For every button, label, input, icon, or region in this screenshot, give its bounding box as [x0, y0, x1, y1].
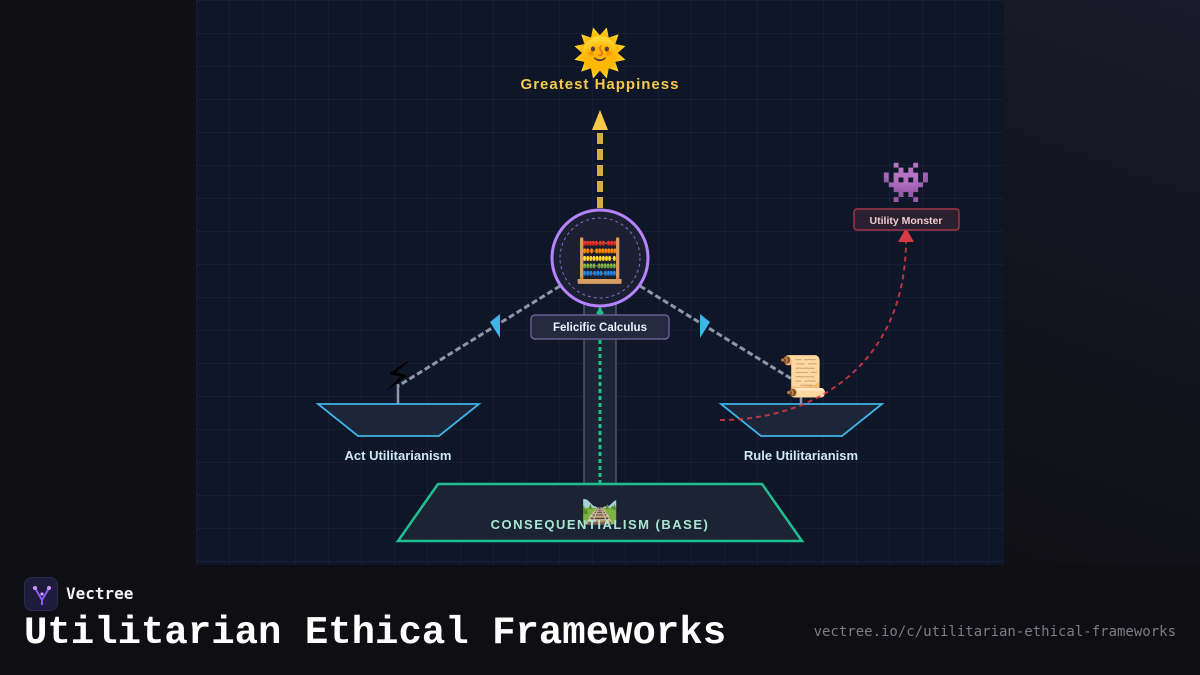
tree-icon	[33, 586, 51, 605]
left-beam-arrow	[490, 314, 500, 338]
left-beam	[397, 284, 561, 388]
abacus-icon: 🧮	[574, 236, 626, 285]
page-url[interactable]: vectree.io/c/utilitarian-ethical-framewo…	[813, 624, 1176, 640]
base-platform	[395, 482, 805, 543]
vectree-logo[interactable]	[24, 577, 58, 611]
scroll-icon: 📜	[778, 355, 828, 399]
right-beam	[639, 284, 801, 386]
monster-link	[719, 241, 907, 421]
sun-icon: 🌞	[573, 26, 628, 79]
calculus-label-box	[530, 314, 670, 340]
monster-icon: 👾	[881, 161, 931, 205]
base-icon: 🛤️	[581, 492, 618, 525]
calculus-label: Felicific Calculus	[553, 322, 647, 334]
page-title: Utilitarian Ethical Frameworks	[24, 611, 727, 655]
background-gradient	[1004, 0, 1200, 565]
goal-arrow-head	[592, 110, 608, 130]
right-beam-arrow	[700, 314, 710, 338]
lightning-icon: ⚡	[384, 355, 412, 399]
brand-name: Vectree	[66, 584, 134, 603]
calculus-hub-inner	[559, 217, 641, 299]
right-pan-label: Rule Utilitarianism	[744, 448, 858, 463]
monster-label: Utility Monster	[870, 215, 943, 227]
scale-diagram: 🛤️ CONSEQUENTIALISM (BASE) ⚡ Act Utilita…	[315, 26, 960, 543]
footer: Vectree Utilitarian Ethical Frameworks v…	[0, 565, 1200, 675]
left-pan	[315, 403, 482, 437]
left-pan-label: Act Utilitarianism	[345, 448, 452, 463]
pillar-flow-arrow	[596, 306, 604, 314]
monster-link-arrow	[898, 228, 914, 242]
calculus-hub	[550, 208, 650, 308]
monster-label-box	[853, 208, 960, 231]
right-pan	[718, 403, 885, 437]
goal-label: Greatest Happiness	[521, 76, 680, 93]
base-label: CONSEQUENTIALISM (BASE)	[491, 517, 710, 532]
